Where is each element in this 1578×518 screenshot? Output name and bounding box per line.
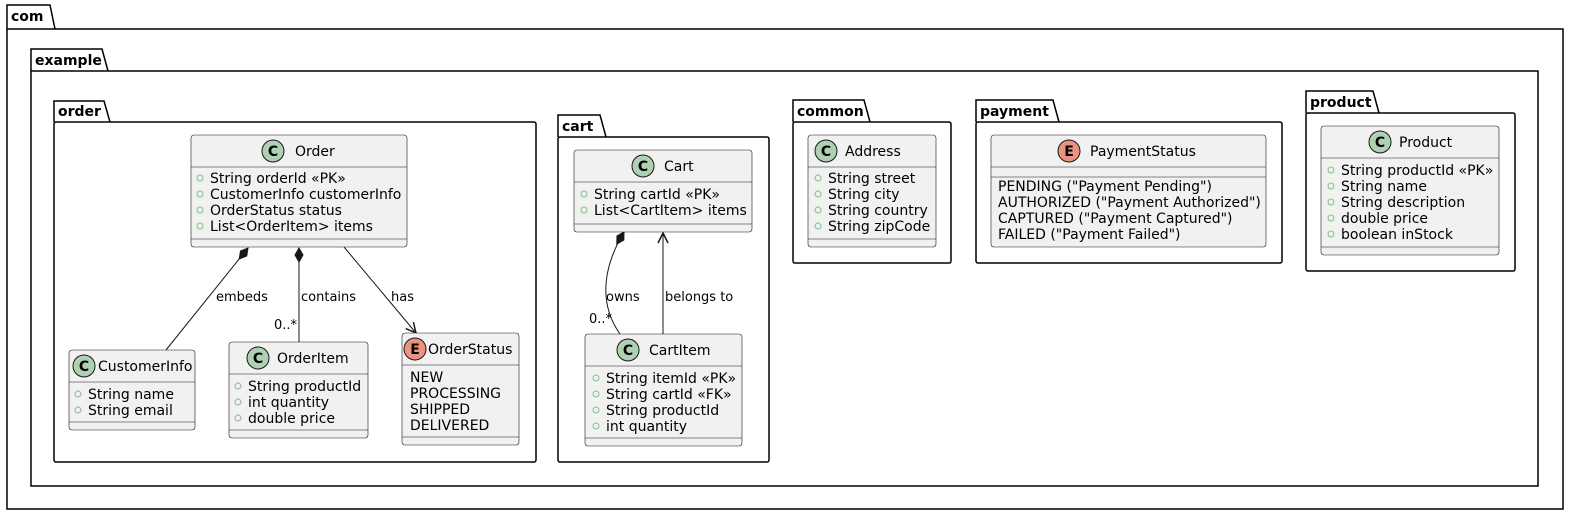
package-product-label: product [1310,95,1372,111]
package-payment: payment [975,99,1283,264]
class-badge-letter: C [253,351,263,367]
relation-has: has [343,246,416,333]
class-order-name: Order [295,144,335,160]
member: String productId [606,403,719,419]
relation-belongs-to: belongs to [663,233,733,334]
member: int quantity [248,395,329,411]
relation-contains-label: contains [301,290,356,305]
member: String orderId «PK» [210,171,346,187]
enum-value: PROCESSING [410,386,501,402]
class-badge-letter: C [623,343,633,359]
enum-badge-letter: E [1064,144,1074,160]
package-com: com [6,4,1564,510]
member: String city [828,187,900,203]
relation-owns: owns 0..* [589,231,640,335]
relation-embeds-label: embeds [216,290,268,305]
class-customer-info[interactable]: C CustomerInfo String name String email [68,349,196,431]
class-badge-letter: C [821,144,831,160]
enum-value: DELIVERED [410,418,489,434]
member: String name [1341,179,1427,195]
class-address[interactable]: C Address String street String city Stri… [807,134,937,248]
package-common-label: common [797,104,864,120]
class-customer-info-name: CustomerInfo [98,359,193,375]
class-badge-letter: C [1375,135,1385,151]
class-address-name: Address [845,144,901,160]
enum-value: FAILED ("Payment Failed") [998,227,1181,243]
member: String name [88,387,174,403]
class-order[interactable]: C Order String orderId «PK» CustomerInfo… [190,134,408,248]
package-order: order [53,100,537,463]
member: String description [1341,195,1465,211]
class-badge-icon [246,346,270,370]
class-product-name: Product [1399,135,1453,151]
relation-embeds: embeds [165,247,268,351]
relation-contains-multiplicity: 0..* [274,318,298,333]
relation-owns-multiplicity: 0..* [589,312,613,327]
member: String country [828,203,928,219]
enum-value: AUTHORIZED ("Payment Authorized") [998,195,1261,211]
class-badge-icon [616,338,640,362]
package-common: common [792,99,952,264]
class-badge-letter: C [268,144,278,160]
member: String itemId «PK» [606,371,736,387]
member: String cartId «FK» [606,387,732,403]
package-cart-label: cart [562,119,594,135]
package-example: example [30,48,1539,487]
member: CustomerInfo customerInfo [210,187,401,203]
enum-value: NEW [410,370,443,386]
class-order-item[interactable]: C OrderItem String productId int quantit… [228,341,369,439]
package-payment-label: payment [980,104,1049,120]
relation-belongs-to-label: belongs to [665,290,733,305]
member: int quantity [606,419,687,435]
member: String street [828,171,916,187]
member: String zipCode [828,219,930,235]
member: List<CartItem> items [594,203,747,219]
enum-order-status-name: OrderStatus [428,342,512,358]
member: String productId [248,379,361,395]
enum-badge-icon [403,337,427,361]
relation-has-label: has [391,290,414,305]
member: String email [88,403,173,419]
class-cart-item-name: CartItem [649,343,710,359]
class-product[interactable]: C Product String productId «PK» String n… [1320,125,1500,256]
relation-contains: contains 0..* [274,246,356,342]
enum-payment-status-name: PaymentStatus [1090,144,1196,160]
enum-payment-status[interactable]: E PaymentStatus PENDING ("Payment Pendin… [990,134,1267,248]
enum-badge-icon [1057,139,1081,163]
package-com-label: com [11,9,44,25]
enum-value: PENDING ("Payment Pending") [998,179,1212,195]
package-example-label: example [35,53,102,69]
class-cart-name: Cart [664,159,694,175]
member: double price [248,411,335,427]
enum-value: CAPTURED ("Payment Captured") [998,211,1233,227]
enum-order-status[interactable]: E OrderStatus NEW PROCESSING SHIPPED DEL… [401,332,520,446]
class-cart-item[interactable]: C CartItem String itemId «PK» String car… [584,333,743,447]
member: OrderStatus status [210,203,342,219]
class-badge-icon [814,139,838,163]
package-product: product [1305,90,1516,272]
class-badge-icon [72,354,96,378]
member: double price [1341,211,1428,227]
package-order-label: order [58,104,101,120]
enum-value: SHIPPED [410,402,470,418]
relation-owns-label: owns [606,290,640,305]
enum-badge-letter: E [410,342,420,358]
package-cart: cart [557,114,770,463]
member: String productId «PK» [1341,163,1493,179]
member: String cartId «PK» [594,187,720,203]
class-badge-icon [1368,130,1392,154]
class-badge-letter: C [638,159,648,175]
class-order-item-name: OrderItem [277,351,349,367]
member: boolean inStock [1341,227,1454,243]
member: List<OrderItem> items [210,219,373,235]
class-badge-icon [261,139,285,163]
class-badge-icon [631,154,655,178]
class-cart[interactable]: C Cart String cartId «PK» List<CartItem>… [573,149,753,233]
class-badge-letter: C [79,359,89,375]
